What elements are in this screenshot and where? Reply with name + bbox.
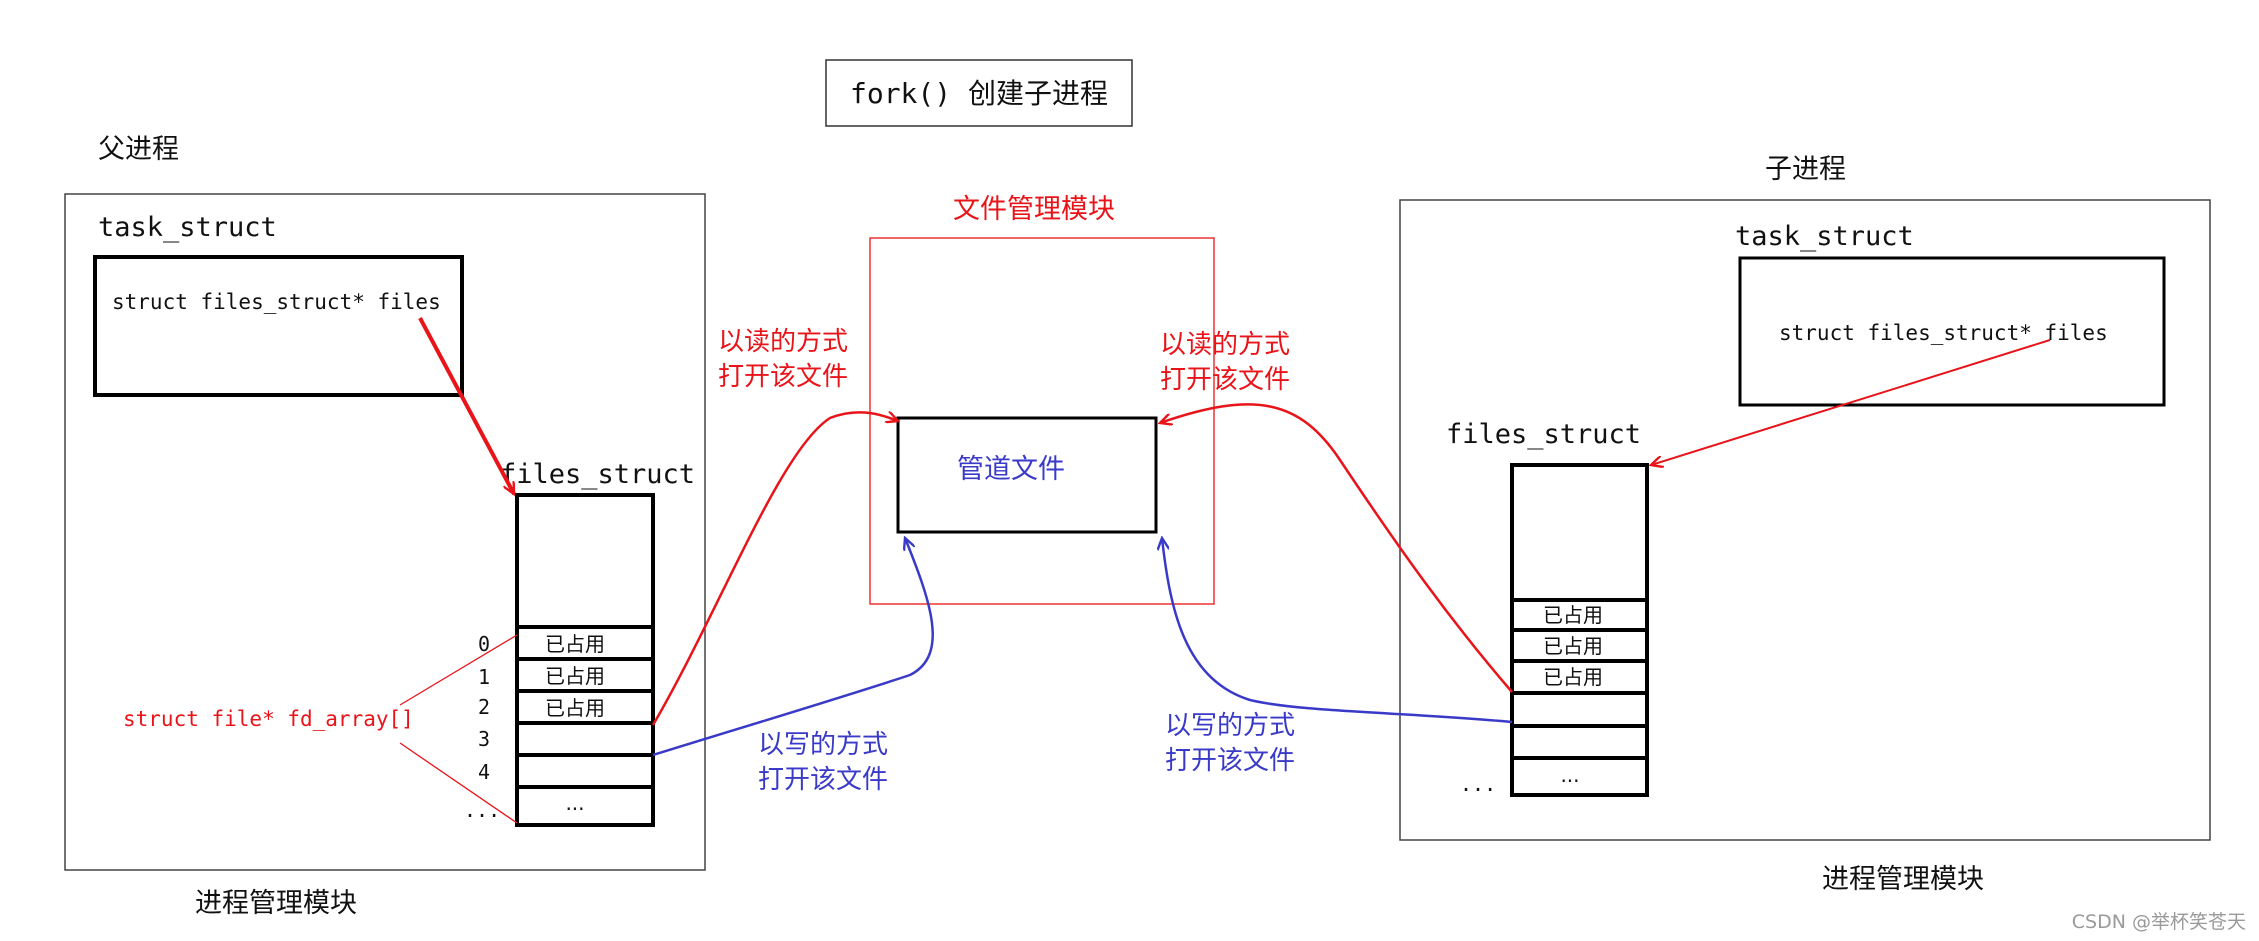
parent-read-label-1: 以读的方式 xyxy=(718,327,848,357)
parent-slot-0: 已占用 xyxy=(545,632,605,656)
parent-files-field: struct files_struct* files xyxy=(112,290,441,314)
child-module-label: 进程管理模块 xyxy=(1822,864,1984,895)
parent-fd-numbers: 0 1 2 3 4 ... xyxy=(464,632,500,822)
pipe-file-box xyxy=(896,416,1158,534)
child-process-label: 子进程 xyxy=(1765,154,1846,185)
parent-write-curve xyxy=(652,538,934,757)
fd-number: 1 xyxy=(478,665,490,689)
child-read-label-2: 打开该文件 xyxy=(1160,365,1290,395)
fd-array-label: struct file* fd_array[] xyxy=(123,707,414,731)
pipe-file-label: 管道文件 xyxy=(957,454,1065,485)
child-read-label-1: 以读的方式 xyxy=(1160,330,1290,360)
parent-slot-2: 已占用 xyxy=(545,696,605,720)
child-slot-5: ... xyxy=(1560,763,1579,787)
child-process-frame xyxy=(1399,199,2211,841)
fd-array-bracket-bottom xyxy=(399,742,518,824)
child-task-struct-box xyxy=(1738,256,2166,407)
fd-number: 3 xyxy=(478,727,490,751)
child-read-curve xyxy=(1160,403,1513,693)
fd-number: 4 xyxy=(478,760,490,784)
fd-number: 2 xyxy=(478,695,490,719)
child-files-pointer-arrow xyxy=(1651,339,2051,465)
parent-files-struct-label: files_struct xyxy=(500,459,695,490)
title-text: fork() 创建子进程 xyxy=(850,77,1108,110)
fd-number: ... xyxy=(464,798,500,822)
parent-task-struct-box xyxy=(93,255,464,397)
file-module-label: 文件管理模块 xyxy=(953,194,1115,225)
parent-slot-5: ... xyxy=(565,791,584,815)
fd-number: 0 xyxy=(478,632,490,656)
child-slot-1: 已占用 xyxy=(1543,634,1603,658)
title-box: fork() 创建子进程 xyxy=(825,59,1133,127)
parent-read-label-2: 打开该文件 xyxy=(718,362,848,392)
watermark: CSDN @举杯笑苍天 xyxy=(2072,911,2246,933)
child-fd-dots: ... xyxy=(1460,772,1496,796)
parent-write-label-1: 以写的方式 xyxy=(758,730,888,760)
parent-files-struct-table: 已占用 已占用 已占用 ... xyxy=(515,493,655,827)
fd-array-bracket-top xyxy=(399,634,518,706)
child-files-field: struct files_struct* files xyxy=(1779,321,2108,345)
parent-process-frame xyxy=(64,193,706,871)
parent-task-struct-label: task_struct xyxy=(98,212,277,243)
parent-slot-1: 已占用 xyxy=(545,664,605,688)
child-files-struct-table: 已占用 已占用 已占用 ... xyxy=(1510,463,1649,797)
parent-write-label-2: 打开该文件 xyxy=(758,765,888,795)
child-write-label-2: 打开该文件 xyxy=(1165,746,1295,776)
file-module-frame xyxy=(869,237,1215,605)
child-task-struct-label: task_struct xyxy=(1735,221,1914,252)
parent-files-pointer-arrow xyxy=(418,317,516,494)
parent-module-label: 进程管理模块 xyxy=(195,888,357,919)
child-slot-0: 已占用 xyxy=(1543,603,1603,627)
child-files-struct-label: files_struct xyxy=(1446,419,1641,450)
child-write-label-1: 以写的方式 xyxy=(1165,711,1295,741)
child-slot-2: 已占用 xyxy=(1543,665,1603,689)
parent-read-curve xyxy=(651,411,898,726)
parent-process-label: 父进程 xyxy=(98,134,179,165)
child-write-curve xyxy=(1162,538,1513,724)
